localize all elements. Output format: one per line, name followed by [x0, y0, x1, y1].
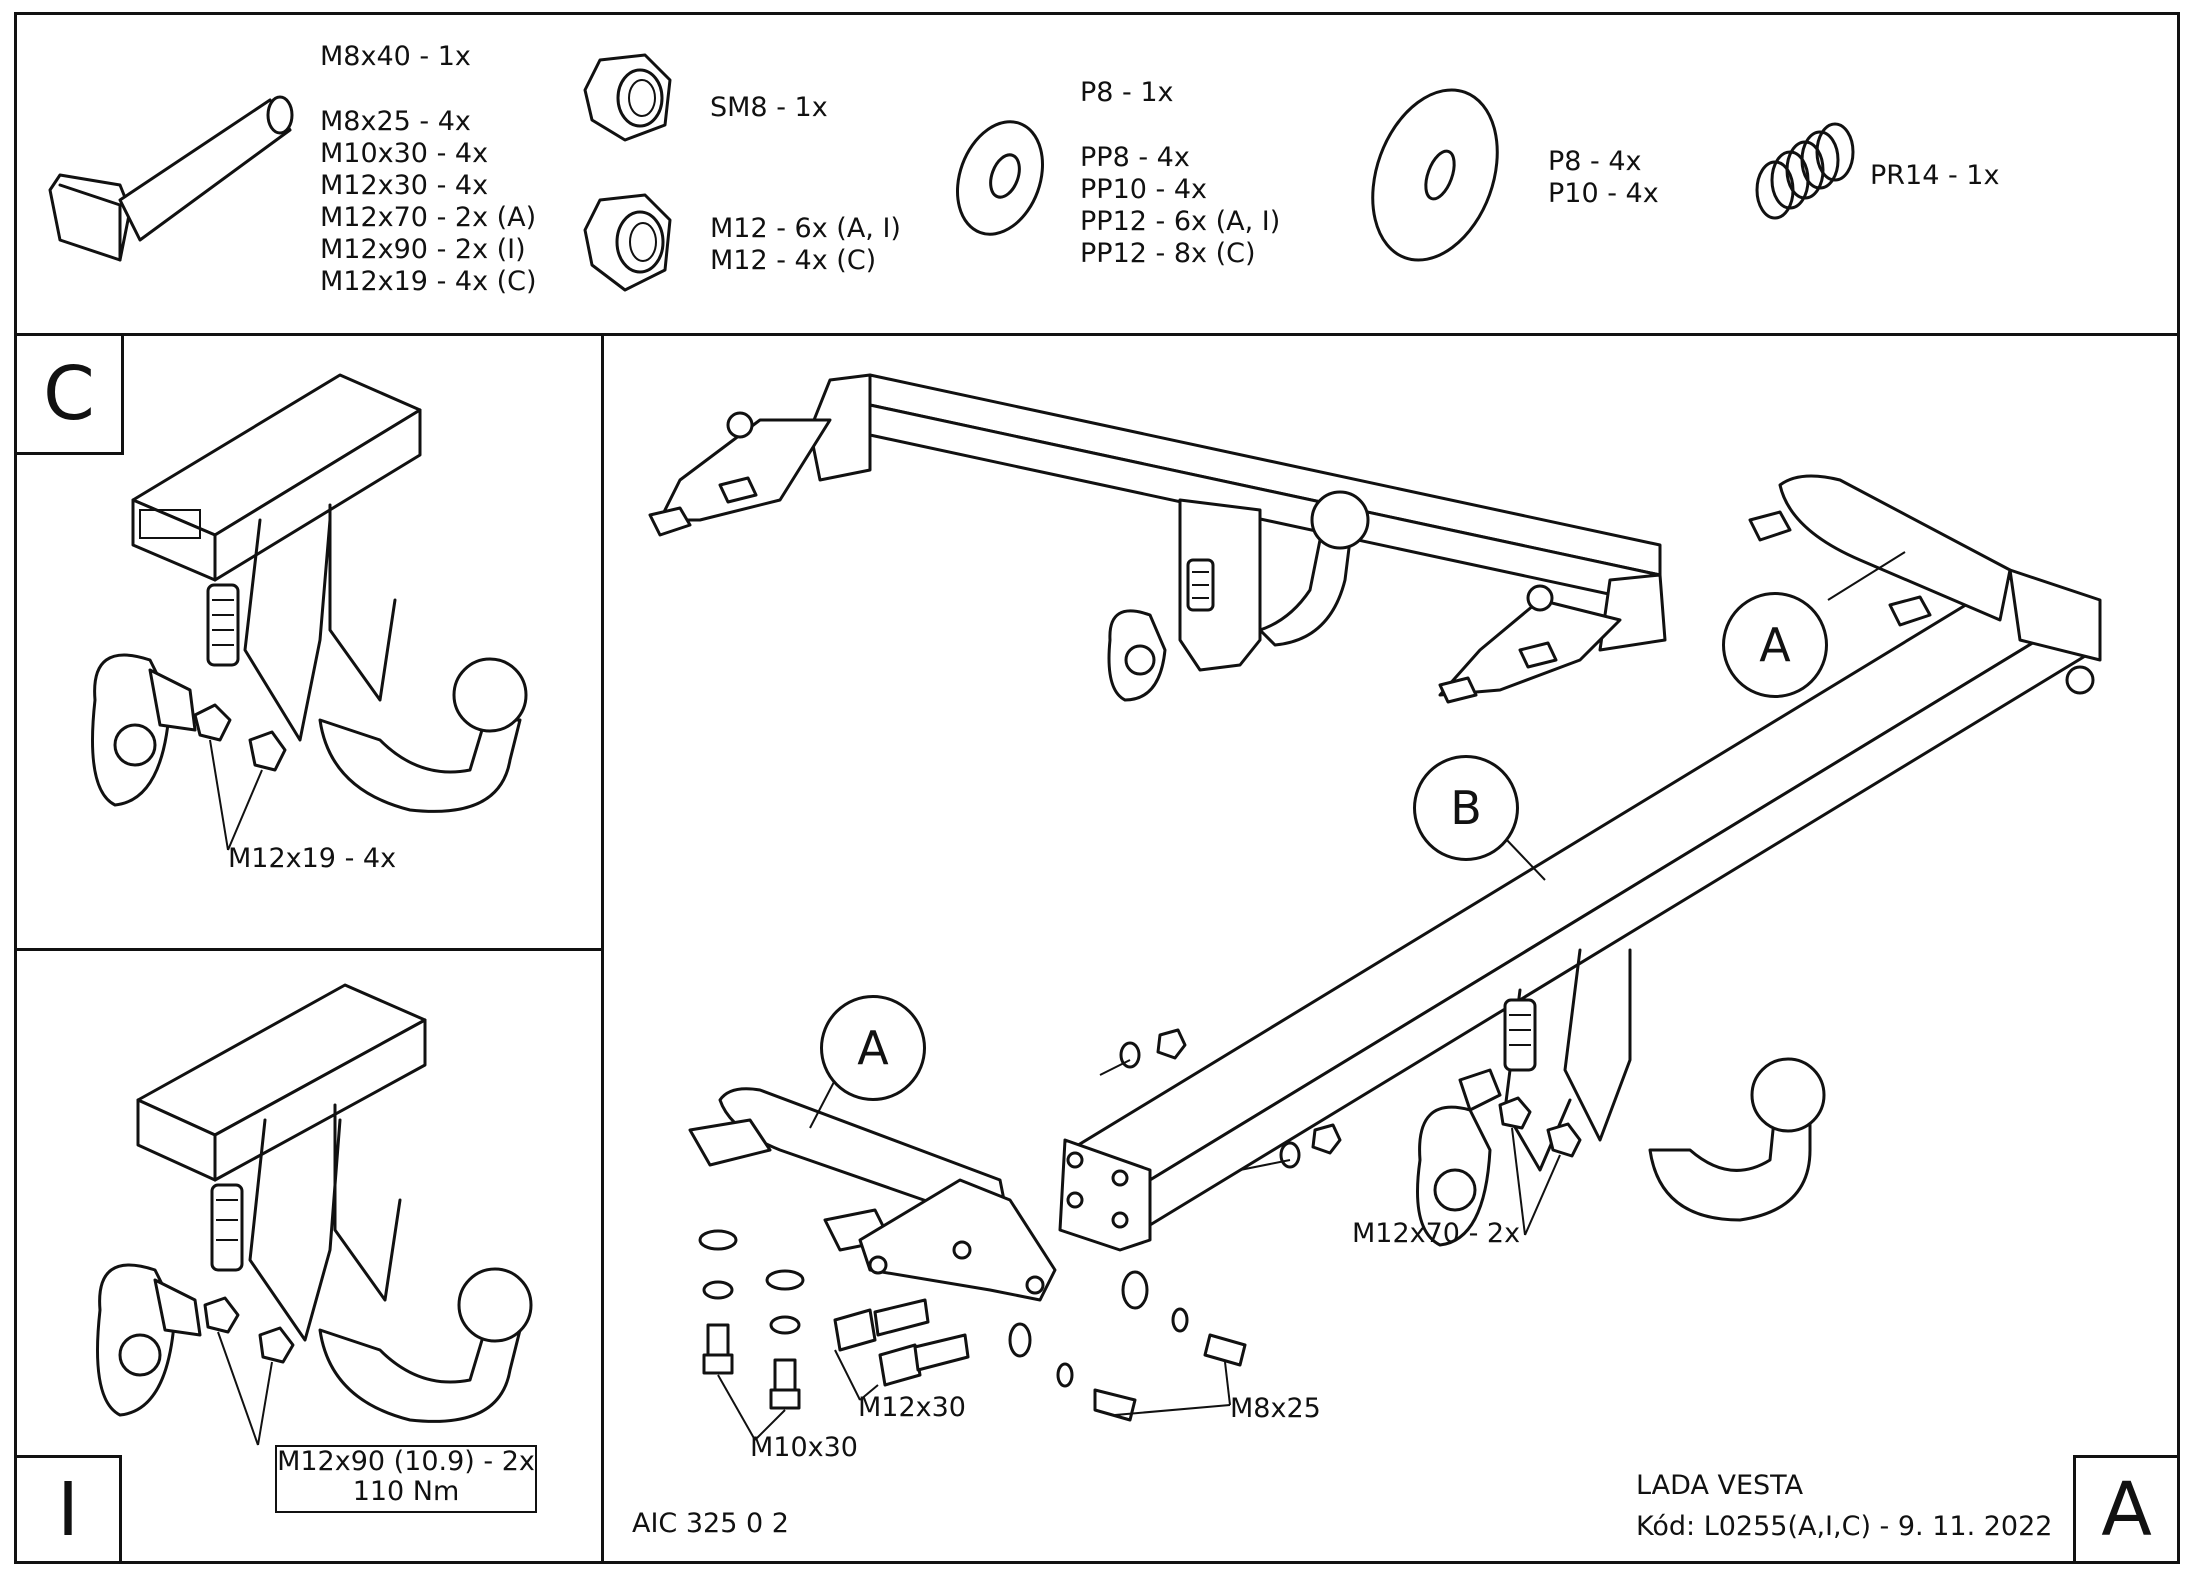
- nut-small-icon: [583, 53, 672, 142]
- main-crossbar-drawing: [1058, 474, 2102, 1252]
- panel-a: [601, 333, 2180, 1564]
- washer-large-label-2: P10 - 4x: [1548, 178, 1659, 209]
- nut-small-label: SM8 - 1x: [710, 92, 828, 123]
- callout-a-left: A: [820, 995, 926, 1101]
- panel-i-bolt-label: M12x90 (10.9) - 2x: [277, 1446, 535, 1477]
- panel-c-bolt-label: M12x19 - 4x: [228, 843, 397, 874]
- m8x25-label: M8x25: [1230, 1393, 1321, 1424]
- vehicle-model: LADA VESTA: [1636, 1470, 1804, 1501]
- callout-b-leader: [1504, 837, 1546, 881]
- washer-large-icon: [1371, 88, 1499, 262]
- washer-large-label-1: P8 - 4x: [1548, 146, 1642, 177]
- bolt-label-3: M10x30 - 4x: [320, 138, 489, 169]
- fasteners-drawing: [698, 1028, 1342, 1441]
- bolt-label-4: M12x30 - 4x: [320, 170, 489, 201]
- panel-c-tag: C: [14, 333, 124, 455]
- nut-large-label-2: M12 - 4x (C): [710, 245, 877, 276]
- nut-large-icon: [583, 193, 672, 292]
- panel-a-tag: A: [2073, 1455, 2180, 1564]
- bolt-icon: [48, 95, 294, 262]
- panel-i-torque-label: 110 Nm: [352, 1476, 460, 1507]
- vehicle-beam-drawing: [648, 373, 1667, 704]
- m12x70-label: M12x70 - 2x: [1352, 1218, 1521, 1249]
- callout-b: B: [1413, 755, 1519, 861]
- m12x30-label: M12x30: [858, 1392, 966, 1423]
- bolt-label-2: M8x25 - 4x: [320, 106, 471, 137]
- panel-c-hitch-drawing: [91, 373, 528, 851]
- product-code: AIC 325 0 2: [632, 1508, 789, 1539]
- panel-i-bolt-box: M12x90 (10.9) - 2x 110 Nm: [275, 1445, 537, 1513]
- bolt-label-6: M12x90 - 2x (I): [320, 234, 526, 265]
- washer-small-icon: [955, 120, 1045, 236]
- panel-i-hitch-drawing: [96, 983, 533, 1446]
- side-bracket-drawing: [688, 1087, 1057, 1302]
- m10x30-label: M10x30: [750, 1432, 858, 1463]
- nut-large-label-1: M12 - 6x (A, I): [710, 213, 901, 244]
- callout-a-top-leader: [1827, 551, 1906, 601]
- washer-small-label-5: PP12 - 8x (C): [1080, 238, 1256, 269]
- spring-label: PR14 - 1x: [1870, 160, 2000, 191]
- bolt-label-5: M12x70 - 2x (A): [320, 202, 537, 233]
- document-code: Kód: L0255(A,I,C) - 9. 11. 2022: [1636, 1511, 2053, 1542]
- spring-icon: [1755, 122, 1855, 220]
- washer-small-label-1: P8 - 1x: [1080, 77, 1174, 108]
- callout-a-top: A: [1722, 592, 1828, 698]
- bolt-label-7: M12x19 - 4x (C): [320, 266, 537, 297]
- panel-i-tag: I: [14, 1455, 122, 1564]
- washer-small-label-2: PP8 - 4x: [1080, 142, 1190, 173]
- bolt-label-1: M8x40 - 1x: [320, 41, 471, 72]
- callout-a-left-leader: [809, 1079, 836, 1129]
- main-hitch-drawing: [1416, 948, 1826, 1247]
- washer-small-label-4: PP12 - 6x (A, I): [1080, 206, 1281, 237]
- washer-small-label-3: PP10 - 4x: [1080, 174, 1207, 205]
